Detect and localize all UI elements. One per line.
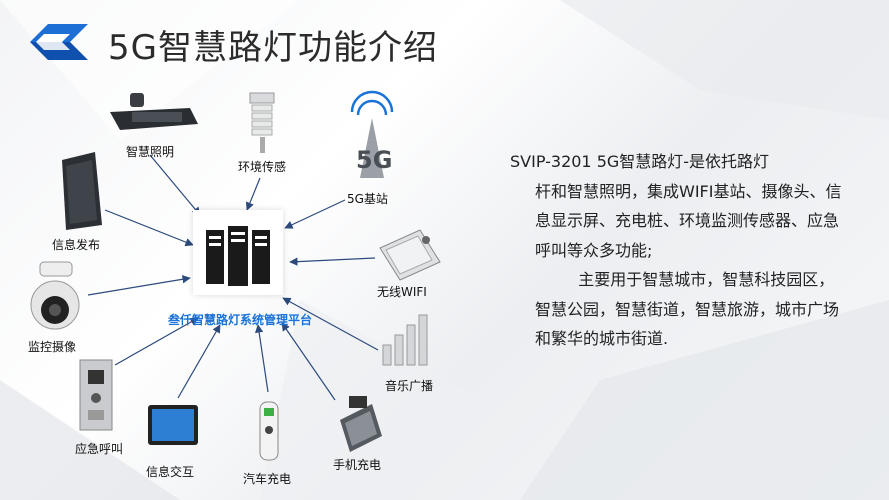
label-camera: 监控摄像 bbox=[28, 340, 77, 354]
5g-antenna-icon: 5G bbox=[350, 90, 394, 178]
label-phone: 手机充电 bbox=[333, 458, 382, 472]
label-info-release: 信息发布 bbox=[52, 238, 101, 252]
wifi-router-icon bbox=[379, 229, 441, 281]
arrow-info-release bbox=[104, 209, 194, 247]
label-lighting: 智慧照明 bbox=[126, 145, 175, 159]
description-para1: 杆和智慧照明，集成WIFI基站、摄像头、信息显示屏、充电桩、环境监测传感器、应急… bbox=[535, 181, 842, 260]
touch-tablet-icon bbox=[148, 405, 198, 445]
arrow-5g bbox=[284, 199, 346, 229]
label-wifi: 无线WIFI bbox=[377, 285, 427, 299]
arrow-sos bbox=[114, 317, 199, 366]
server-icon bbox=[206, 226, 270, 286]
ev-charger-icon bbox=[259, 401, 279, 461]
label-audio: 音乐广播 bbox=[385, 379, 434, 393]
label-ev: 汽车充电 bbox=[243, 472, 292, 486]
display-screen-icon bbox=[62, 152, 102, 230]
street-light-icon bbox=[110, 93, 198, 130]
arrow-lighting bbox=[149, 154, 201, 216]
arrow-env bbox=[245, 177, 261, 211]
page-title: 5G智慧路灯功能介绍 bbox=[108, 28, 438, 68]
weather-sensor-icon bbox=[249, 92, 275, 153]
description-para2: 主要用于智慧城市，智慧科技园区，智慧公园，智慧街道，智慧旅游，城市广场和繁华的城… bbox=[535, 270, 840, 348]
platform-server bbox=[193, 210, 283, 295]
arrow-audio bbox=[282, 297, 379, 351]
speaker-column-icon bbox=[382, 314, 428, 366]
dome-camera-icon bbox=[30, 261, 80, 330]
arrow-phone bbox=[281, 322, 336, 401]
logo-icon bbox=[30, 24, 88, 60]
arrow-interact bbox=[177, 324, 221, 399]
label-5g: 5G基站 bbox=[347, 192, 388, 206]
platform-label: 叁仟智慧路灯系统管理平台 bbox=[168, 313, 313, 327]
arrow-ev bbox=[254, 324, 269, 393]
connection-arrows bbox=[87, 154, 379, 401]
label-env: 环境传感 bbox=[238, 160, 287, 174]
intercom-icon bbox=[79, 359, 113, 431]
arrow-wifi bbox=[289, 257, 376, 266]
description: SVIP-3201 5G智慧路灯-是依托路灯 杆和智慧照明，集成WIFI基站、摄… bbox=[510, 147, 850, 354]
svg-text:5G: 5G bbox=[356, 146, 392, 174]
label-sos: 应急呼叫 bbox=[75, 442, 124, 456]
phone-charger-icon bbox=[340, 396, 382, 452]
description-line1: SVIP-3201 5G智慧路灯-是依托路灯 bbox=[510, 152, 770, 171]
label-interact: 信息交互 bbox=[146, 465, 195, 479]
arrow-camera bbox=[87, 275, 191, 296]
